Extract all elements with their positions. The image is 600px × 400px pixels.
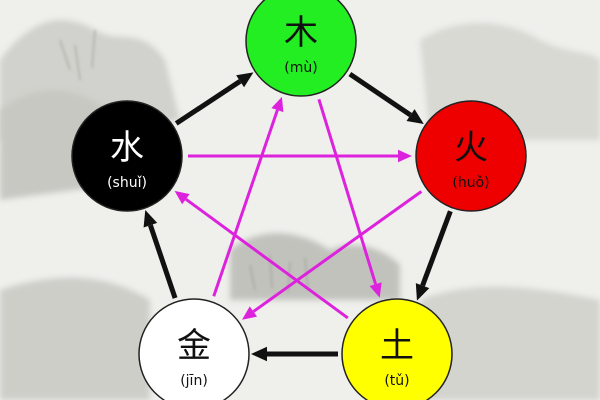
element-node-wood: 木 (mù) [245,0,357,97]
element-char-fire: 火 [454,128,488,168]
element-char-wood: 木 [284,13,318,53]
element-pinyin-fire: (huǒ) [452,175,489,191]
control-arrow-earth-to-water [174,190,349,320]
element-char-water: 水 [110,128,144,168]
control-arrow-wood-to-earth [317,98,382,298]
generate-arrow-earth-to-metal [251,346,338,362]
element-circle-fire [415,100,527,212]
element-node-water: 水 (shuǐ) [71,100,183,212]
element-char-earth: 土 [380,326,414,366]
element-pinyin-earth: (tǔ) [384,373,409,389]
generate-arrow-fire-to-earth [415,210,453,301]
generate-arrow-water-to-wood [174,72,254,126]
control-arrow-fire-to-metal [241,190,423,320]
element-circle-water [71,100,183,212]
element-pinyin-water: (shuǐ) [107,175,147,191]
element-circle-metal [138,298,250,400]
element-pinyin-wood: (mù) [284,60,317,76]
element-pinyin-metal: (jīn) [180,373,208,389]
element-node-earth: 土 (tǔ) [341,298,453,400]
control-arrow-metal-to-wood [212,96,284,297]
element-circle-wood [245,0,357,97]
element-node-fire: 火 (huǒ) [415,100,527,212]
generating-cycle-arrows [143,71,453,362]
element-node-metal: 金 (jīn) [138,298,250,400]
generate-arrow-wood-to-fire [348,71,424,125]
element-circle-earth [341,298,453,400]
control-arrow-water-to-fire [188,149,412,163]
element-char-metal: 金 [177,326,211,366]
element-nodes: 木 (mù) 火 (huǒ) 土 (tǔ) 金 (jīn) 水 (shuǐ) [71,0,527,400]
controlling-cycle-arrows [174,96,423,320]
generate-arrow-metal-to-water [143,209,178,299]
